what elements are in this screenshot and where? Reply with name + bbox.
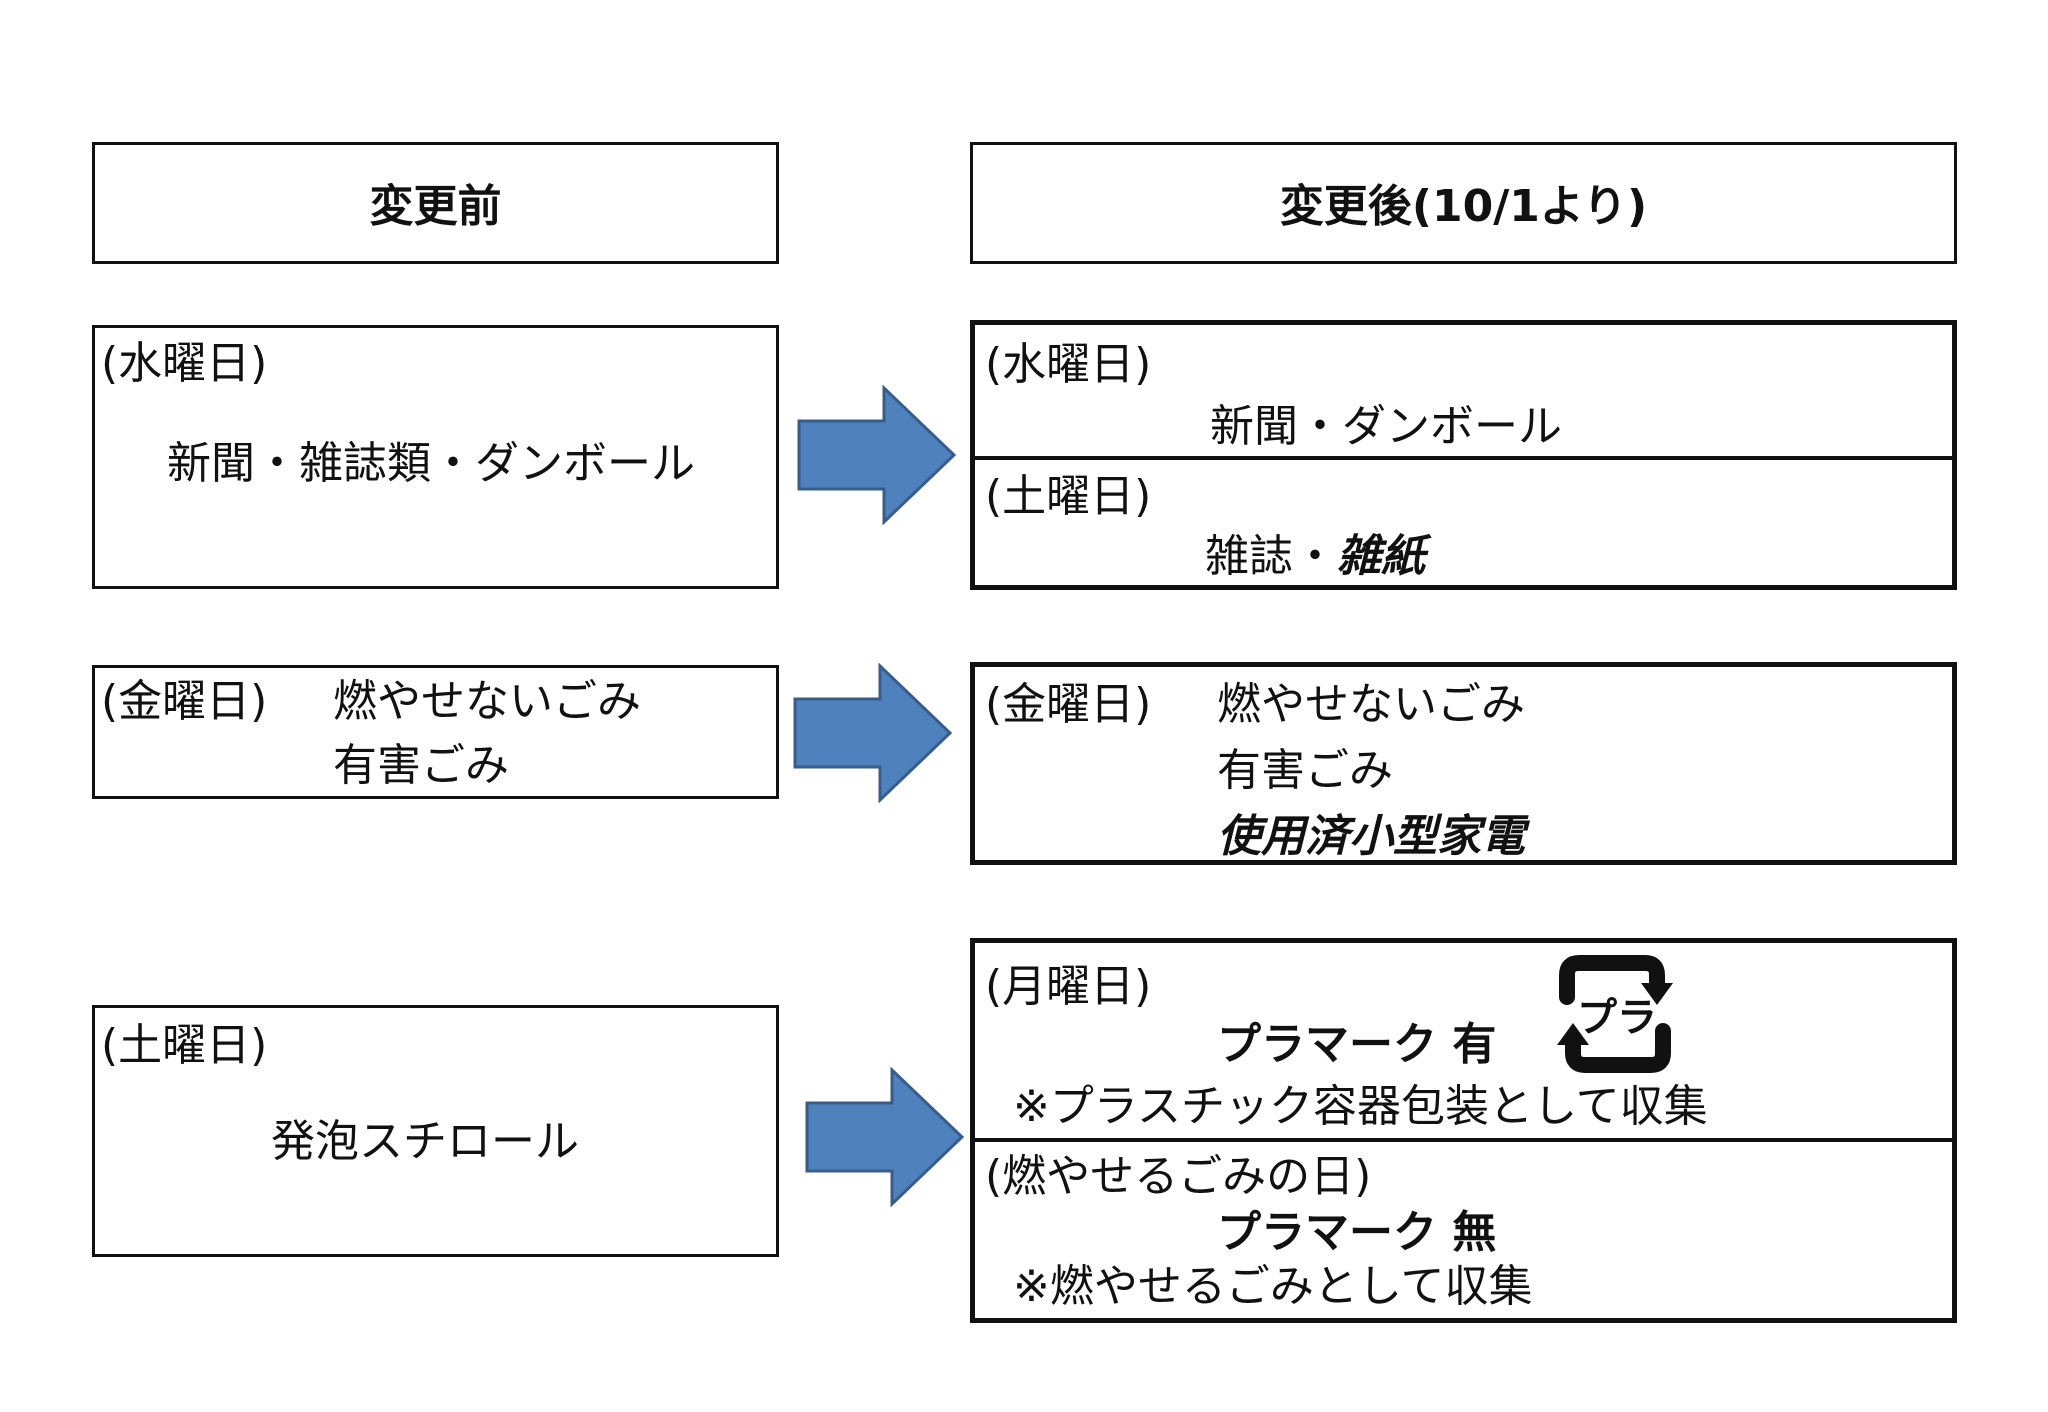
header-before-box: 変更前	[92, 142, 779, 264]
header-after-label: 変更後(10/1より)	[1279, 181, 1648, 232]
header-after-box: 変更後(10/1より)	[970, 142, 1957, 264]
recycle-bottom-arrowhead	[1557, 1023, 1589, 1045]
row3-arrow-icon	[805, 1067, 965, 1207]
row3-before-day: (土曜日)	[101, 1020, 268, 1071]
recycle-mark-label: プラ	[1577, 995, 1657, 1041]
row3-arrow-shape	[805, 1067, 965, 1207]
row1-after-wed-items: 新聞・ダンボール	[1210, 401, 1562, 452]
row2-arrow-icon	[793, 663, 953, 803]
row3-before-items: 発泡スチロール	[271, 1116, 579, 1167]
header-before-label: 変更前	[369, 181, 502, 232]
recycle-top-arrowhead	[1641, 983, 1673, 1005]
row1-before-box: (水曜日) 新聞・雑誌類・ダンボール	[92, 325, 779, 589]
row2-arrow-shape	[793, 663, 953, 803]
row3-after-box: (月曜日) プラマーク 有 プラ ※プラスチック容器包装として収集 (燃やせるご…	[970, 938, 1957, 1323]
row1-after-divider	[975, 456, 1952, 460]
row3-after-mon-day: (月曜日)	[985, 961, 1152, 1012]
row1-after-sat-items: 雑誌・雑紙	[1205, 535, 1425, 579]
row3-before-box: (土曜日) 発泡スチロール	[92, 1005, 779, 1257]
row2-after-line3: 使用済小型家電	[1217, 811, 1525, 862]
row3-after-burn-note: ※燃やせるごみとして収集	[1013, 1261, 1533, 1312]
row1-arrow-icon	[797, 385, 957, 525]
recycle-top-arc	[1559, 955, 1665, 1005]
pla-recycle-mark-icon: プラ	[1557, 955, 1673, 1073]
row2-before-line1: 燃やせないごみ	[333, 676, 641, 727]
recycle-bottom-arc	[1565, 1023, 1671, 1073]
row1-before-day: (水曜日)	[101, 338, 268, 389]
row1-after-wed-day: (水曜日)	[985, 339, 1152, 390]
row3-after-divider	[975, 1138, 1952, 1142]
row2-before-line2: 有害ごみ	[333, 740, 509, 791]
row2-after-box: (金曜日) 燃やせないごみ 有害ごみ 使用済小型家電	[970, 662, 1957, 865]
row3-after-mon-note: ※プラスチック容器包装として収集	[1013, 1081, 1708, 1132]
row3-after-mon-mark: プラマーク 有	[1217, 1019, 1497, 1070]
row1-after-sat-items-plain: 雑誌・	[1205, 531, 1337, 582]
row2-after-day: (金曜日)	[985, 679, 1152, 730]
row3-after-burn-day: (燃やせるごみの日)	[985, 1151, 1372, 1202]
row1-before-items: 新聞・雑誌類・ダンボール	[167, 438, 695, 489]
row3-after-burn-mark: プラマーク 無	[1217, 1207, 1497, 1258]
row2-after-line1: 燃やせないごみ	[1217, 679, 1525, 730]
row2-before-box: (金曜日) 燃やせないごみ 有害ごみ	[92, 665, 779, 799]
row2-before-day: (金曜日)	[101, 676, 268, 727]
row1-after-sat-day: (土曜日)	[985, 471, 1152, 522]
row2-after-line2: 有害ごみ	[1217, 745, 1393, 796]
row1-after-box: (水曜日) 新聞・ダンボール (土曜日) 雑誌・雑紙	[970, 320, 1957, 590]
row1-arrow-shape	[797, 385, 957, 525]
row1-after-sat-items-emphasis: 雑紙	[1337, 531, 1425, 582]
